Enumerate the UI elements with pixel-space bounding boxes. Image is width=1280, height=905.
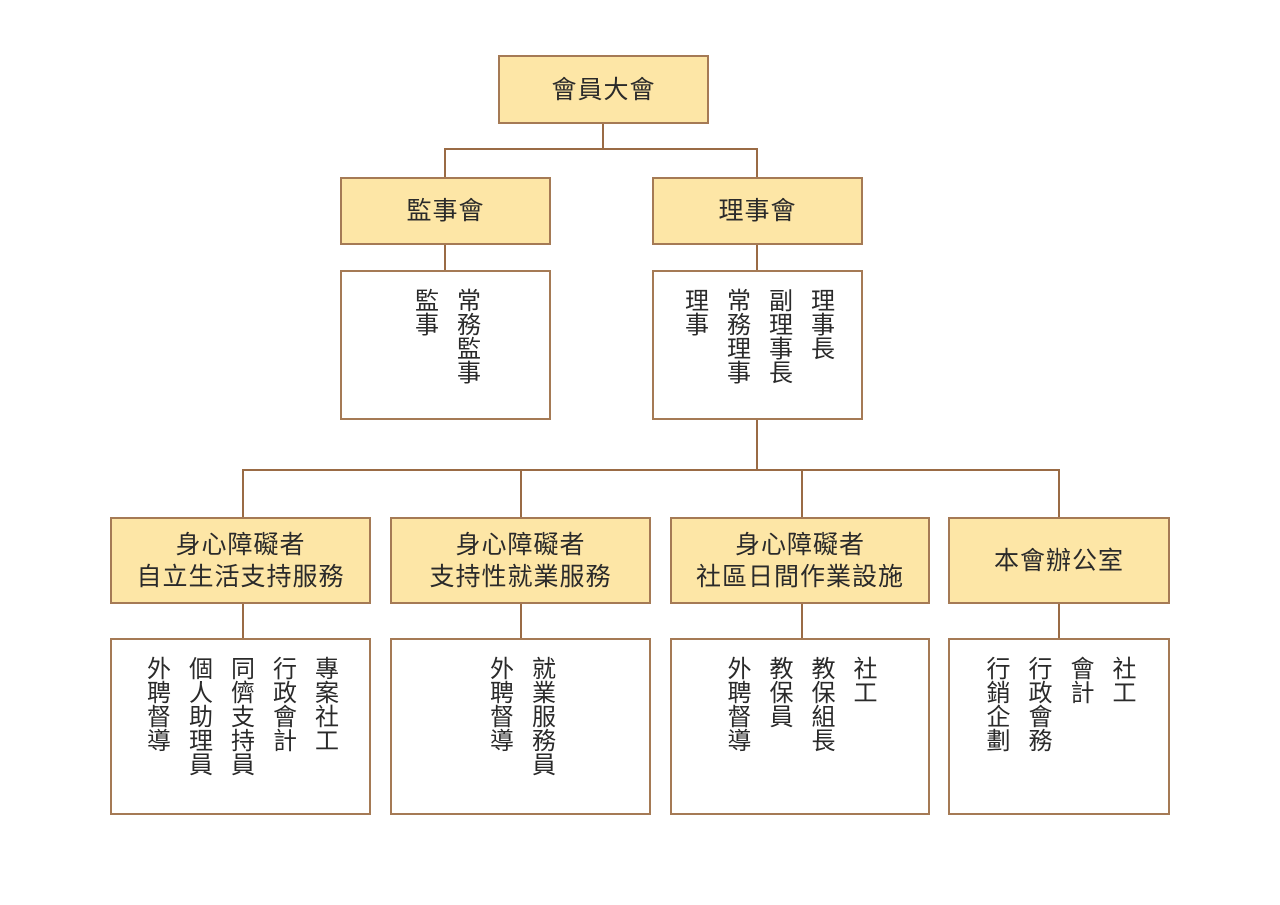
role-label: 監事 [410, 288, 439, 336]
connector-independent-living-staff [242, 603, 244, 639]
connector-level3-bar [242, 469, 1060, 471]
connector-directors-down [756, 418, 758, 470]
node-title: 身心障礙者社區日間作業設施 [696, 529, 904, 593]
connector-assembly-down [602, 123, 604, 150]
node-directors: 理事會 [652, 177, 863, 245]
connector-day-care-staff [801, 603, 803, 639]
connector-level1-bar [444, 148, 758, 150]
node-supported-employment: 身心障礙者支持性就業服務 [390, 517, 651, 604]
node-title: 身心障礙者自立生活支持服務 [136, 529, 344, 593]
node-independent-living: 身心障礙者自立生活支持服務 [110, 517, 371, 604]
role-label: 專案社工 [310, 656, 339, 752]
node-supervisors-members: 常務監事監事 [340, 270, 551, 420]
node-title-line: 社區日間作業設施 [695, 561, 904, 591]
node-supervisors: 監事會 [340, 177, 551, 245]
node-assembly: 會員大會 [498, 55, 709, 124]
role-label: 社工 [849, 656, 877, 704]
node-title-line: 身心障礙者 [734, 529, 865, 559]
node-title-line: 身心障礙者 [175, 529, 306, 559]
node-title-line: 理事會 [718, 196, 797, 225]
role-label: 會計 [1066, 656, 1094, 704]
role-label: 常務理事 [722, 288, 751, 384]
connector-to-office [1058, 469, 1060, 518]
connector-directors-members [756, 244, 758, 271]
role-label: 就業服務員 [527, 656, 556, 776]
node-title-line: 自立生活支持服務 [136, 561, 345, 591]
role-label: 副理事長 [764, 288, 793, 384]
connector-to-independent-living [242, 469, 244, 518]
role-label: 外聘督導 [485, 656, 514, 752]
role-label: 常務監事 [452, 288, 481, 384]
connector-supervisors-members [444, 244, 446, 271]
node-title-line: 監事會 [406, 196, 485, 225]
role-label: 同儕支持員 [226, 656, 255, 776]
role-label: 理事 [680, 288, 709, 336]
role-label: 個人助理員 [184, 656, 213, 776]
node-office: 本會辦公室 [948, 517, 1170, 604]
node-supported-employment-staff: 就業服務員外聘督導 [390, 638, 651, 815]
node-title-line: 會員大會 [551, 74, 656, 104]
connector-office-staff [1058, 603, 1060, 639]
role-label: 社工 [1108, 656, 1136, 704]
node-title-line: 身心障礙者 [455, 529, 586, 559]
node-directors-members: 理事長副理事長常務理事理事 [652, 270, 863, 420]
node-title: 會員大會 [551, 74, 655, 106]
node-independent-living-staff: 專案社工行政會計同儕支持員個人助理員外聘督導 [110, 638, 371, 815]
node-title: 本會辦公室 [994, 545, 1124, 577]
connector-to-supported-employment [520, 469, 522, 518]
role-label: 行政會務 [1024, 656, 1052, 752]
node-title-line: 本會辦公室 [993, 545, 1124, 575]
role-label: 教保組長 [807, 656, 835, 752]
connector-to-supervisors [444, 148, 446, 177]
node-title-line: 支持性就業服務 [429, 561, 612, 591]
connector-supported-employment-staff [520, 603, 522, 639]
role-label: 理事長 [806, 288, 835, 360]
role-label: 行政會計 [268, 656, 297, 752]
role-label: 外聘督導 [142, 656, 171, 752]
node-day-care-staff: 社工教保組長教保員外聘督導 [670, 638, 930, 815]
node-title: 監事會 [406, 195, 484, 227]
node-day-care: 身心障礙者社區日間作業設施 [670, 517, 930, 604]
connector-to-directors [756, 148, 758, 177]
role-label: 教保員 [765, 656, 793, 728]
node-title: 身心障礙者支持性就業服務 [429, 529, 611, 593]
role-label: 外聘督導 [723, 656, 751, 752]
connector-to-day-care [801, 469, 803, 518]
node-title: 理事會 [718, 195, 796, 227]
role-label: 行銷企劃 [982, 656, 1010, 752]
node-office-staff: 社工會計行政會務行銷企劃 [948, 638, 1170, 815]
